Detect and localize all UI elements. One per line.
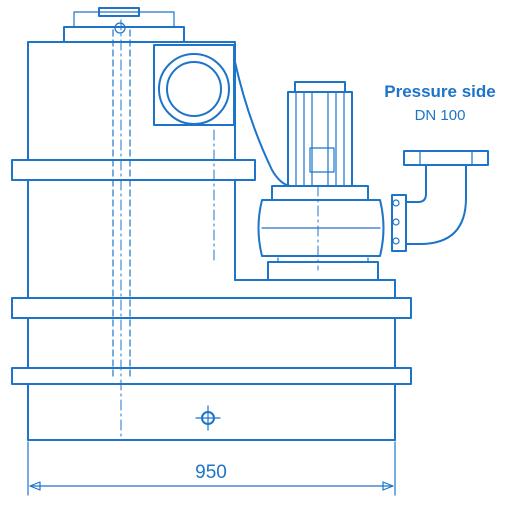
pump-base — [234, 257, 396, 299]
top-cover — [63, 7, 185, 43]
tank-inlet — [153, 44, 235, 126]
pump-housing — [257, 185, 385, 271]
width-dimension-label: 950 — [195, 462, 227, 483]
internal-pipe — [112, 19, 215, 441]
drawing-lines — [11, 7, 489, 496]
pressure-side-label: Pressure side — [384, 82, 496, 101]
tank-body — [11, 41, 412, 496]
discharge-pipe — [391, 150, 489, 252]
port-symbol — [195, 405, 221, 431]
pressure-size-label: DN 100 — [415, 107, 466, 124]
pump-motor — [287, 81, 353, 187]
width-dimension-line — [29, 481, 394, 491]
power-cable — [234, 61, 291, 187]
